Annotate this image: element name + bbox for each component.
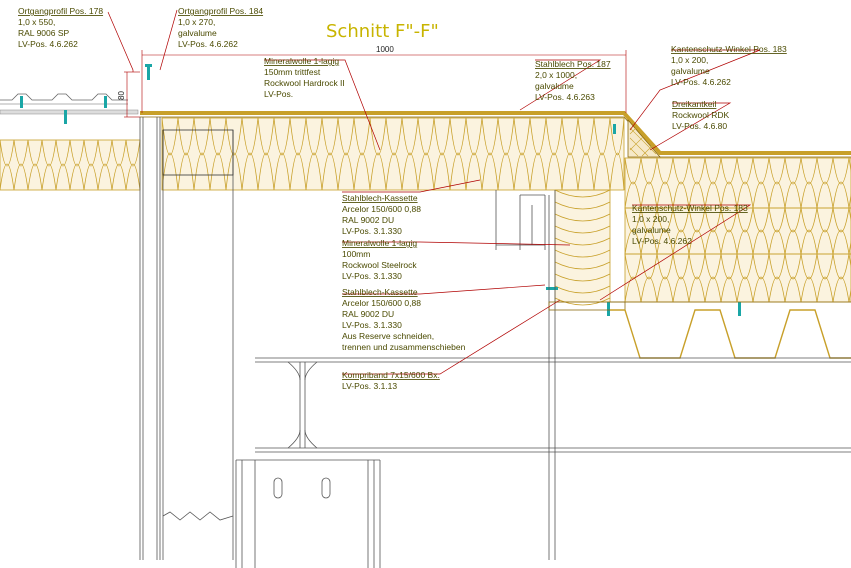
svg-text:galvalume: galvalume xyxy=(671,66,710,76)
dimension-side: 80 xyxy=(117,91,126,100)
dimension-lines xyxy=(124,50,627,118)
svg-text:Mineralwolle 1-lagig: Mineralwolle 1-lagig xyxy=(342,238,417,248)
svg-text:2,0 x 1000,: 2,0 x 1000, xyxy=(535,70,577,80)
svg-text:Rockwool Steelrock: Rockwool Steelrock xyxy=(342,260,417,270)
svg-text:galvalume: galvalume xyxy=(178,28,217,38)
label-mineralwolle-100: Mineralwolle 1-lagig 100mm Rockwool Stee… xyxy=(342,238,417,281)
svg-text:Rockwool RDK: Rockwool RDK xyxy=(672,110,729,120)
svg-text:Dreikantkeil: Dreikantkeil xyxy=(672,99,717,109)
label-mineralwolle-150: Mineralwolle 1-lagig 150mm trittfest Roc… xyxy=(264,56,345,99)
label-stahlblech-kassette-2: Stahlblech-Kassette Arcelor 150/600 0,88… xyxy=(342,287,466,352)
svg-text:1,0 x 200,: 1,0 x 200, xyxy=(632,214,669,224)
svg-text:RAL 9002 DU: RAL 9002 DU xyxy=(342,309,394,319)
svg-text:Stahlblech Pos. 187: Stahlblech Pos. 187 xyxy=(535,59,611,69)
svg-text:trennen und zusammenschieben: trennen und zusammenschieben xyxy=(342,342,466,352)
svg-text:Stahlblech-Kassette: Stahlblech-Kassette xyxy=(342,193,418,203)
lower-trapezoid-sheet xyxy=(610,301,851,359)
svg-text:Mineralwolle 1-lagig: Mineralwolle 1-lagig xyxy=(264,56,339,66)
svg-text:galvalume: galvalume xyxy=(535,81,574,91)
label-kantenschutz-mid: Kantenschutz-Winkel Pos. 183 1,0 x 200, … xyxy=(632,203,748,246)
svg-text:LV-Pos. 3.1.330: LV-Pos. 3.1.330 xyxy=(342,226,402,236)
svg-text:Ortgangprofil Pos. 184: Ortgangprofil Pos. 184 xyxy=(178,6,263,16)
svg-text:LV-Pos. 4.6.80: LV-Pos. 4.6.80 xyxy=(672,121,727,131)
svg-text:Kompriband 7x15/600 Bx.: Kompriband 7x15/600 Bx. xyxy=(342,370,440,380)
label-stahlblech-kassette-1: Stahlblech-Kassette Arcelor 150/600 0,88… xyxy=(342,193,421,236)
svg-text:1,0 x 550,: 1,0 x 550, xyxy=(18,17,55,27)
svg-text:100mm: 100mm xyxy=(342,249,370,259)
svg-text:LV-Pos. 4.6.262: LV-Pos. 4.6.262 xyxy=(632,236,692,246)
svg-text:LV-Pos.: LV-Pos. xyxy=(264,89,293,99)
insulation-layers xyxy=(0,117,851,306)
dimension-main: 1000 xyxy=(376,45,394,54)
label-dreikantkeil: Dreikantkeil Rockwool RDK LV-Pos. 4.6.80 xyxy=(672,99,729,131)
svg-text:Arcelor 150/600 0,88: Arcelor 150/600 0,88 xyxy=(342,298,421,308)
svg-text:LV-Pos. 3.1.330: LV-Pos. 3.1.330 xyxy=(342,320,402,330)
svg-text:galvalume: galvalume xyxy=(632,225,671,235)
svg-text:Ortgangprofil Pos. 178: Ortgangprofil Pos. 178 xyxy=(18,6,103,16)
svg-text:150mm trittfest: 150mm trittfest xyxy=(264,67,321,77)
svg-text:LV-Pos. 4.6.262: LV-Pos. 4.6.262 xyxy=(671,77,731,87)
label-stahlblech-187: Stahlblech Pos. 187 2,0 x 1000, galvalum… xyxy=(535,59,611,102)
label-ortgangprofil-178: Ortgangprofil Pos. 178 1,0 x 550, RAL 90… xyxy=(18,6,103,49)
svg-text:Kantenschutz-Winkel Pos. 183: Kantenschutz-Winkel Pos. 183 xyxy=(671,44,787,54)
svg-text:RAL 9006 SP: RAL 9006 SP xyxy=(18,28,70,38)
svg-text:RAL 9002 DU: RAL 9002 DU xyxy=(342,215,394,225)
svg-text:Arcelor 150/600 0,88: Arcelor 150/600 0,88 xyxy=(342,204,421,214)
svg-text:1,0 x 200,: 1,0 x 200, xyxy=(671,55,708,65)
label-ortgangprofil-184: Ortgangprofil Pos. 184 1,0 x 270, galval… xyxy=(178,6,263,49)
svg-text:LV-Pos. 3.1.13: LV-Pos. 3.1.13 xyxy=(342,381,397,391)
svg-text:Rockwool Hardrock II: Rockwool Hardrock II xyxy=(264,78,345,88)
svg-text:Aus Reserve schneiden,: Aus Reserve schneiden, xyxy=(342,331,434,341)
screw-icons xyxy=(20,64,741,316)
svg-text:LV-Pos. 4.6.262: LV-Pos. 4.6.262 xyxy=(178,39,238,49)
label-kompriband: Kompriband 7x15/600 Bx. LV-Pos. 3.1.13 xyxy=(342,370,440,391)
svg-text:LV-Pos. 3.1.330: LV-Pos. 3.1.330 xyxy=(342,271,402,281)
triangle-wedge xyxy=(627,118,661,158)
svg-text:Kantenschutz-Winkel Pos. 183: Kantenschutz-Winkel Pos. 183 xyxy=(632,203,748,213)
svg-text:Stahlblech-Kassette: Stahlblech-Kassette xyxy=(342,287,418,297)
leader-lines xyxy=(107,9,761,375)
label-kantenschutz-top: Kantenschutz-Winkel Pos. 183 1,0 x 200, … xyxy=(671,44,787,87)
drawing-title: Schnitt F"-F" xyxy=(326,21,439,42)
wall-structure xyxy=(139,117,626,560)
svg-text:1,0 x 270,: 1,0 x 270, xyxy=(178,17,215,27)
svg-text:LV-Pos. 4.6.262: LV-Pos. 4.6.262 xyxy=(18,39,78,49)
steel-beams xyxy=(235,357,851,568)
svg-text:LV-Pos. 4.6.263: LV-Pos. 4.6.263 xyxy=(535,92,595,102)
